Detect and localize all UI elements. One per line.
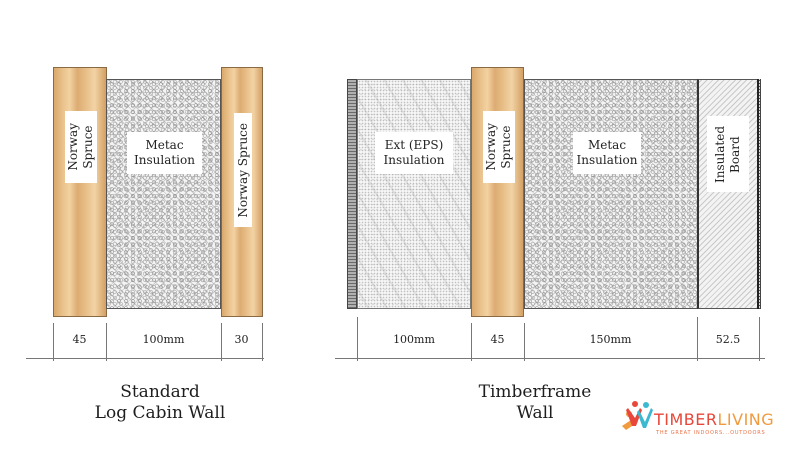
dimension-tick — [524, 323, 525, 361]
insulated-board-layer: Insulated Board — [697, 79, 758, 309]
dimension-tick — [357, 317, 358, 361]
logo-brand-timber: TIMBER — [654, 410, 718, 429]
metac-insulation-150-label-box: Metac Insulation — [573, 132, 641, 174]
metac-insulation-150-label: Metac Insulation — [576, 138, 638, 167]
exterior-render-layer — [347, 79, 357, 309]
interior-lining-layer — [757, 79, 761, 309]
dimension-label-board: 52.5 — [715, 333, 741, 346]
timberliving-logo: TIMBERLIVING THE GREAT INDOORS...OUTDOOR… — [620, 400, 790, 440]
norway-spruce-layer-outer: Norway Spruce — [53, 67, 107, 317]
dimension-tick — [759, 317, 760, 361]
dimension-label-eps: 100mm — [393, 333, 435, 346]
dimension-label-stud: 45 — [490, 333, 505, 346]
logo-brand-name: TIMBERLIVING — [654, 410, 774, 429]
eps-insulation-label: Ext (EPS) Insulation — [383, 138, 445, 167]
metac-insulation-layer: Metac Insulation — [106, 79, 221, 309]
dimension-label-spruce: 45 — [72, 333, 87, 346]
dimension-tick — [53, 323, 54, 361]
dimension-tick — [262, 323, 263, 361]
timberframe-wall-title: Timberframe Wall — [478, 382, 592, 423]
dimension-label-metac: 100mm — [142, 333, 185, 346]
dimension-tick — [221, 323, 222, 361]
logo-tagline: THE GREAT INDOORS...OUTDOORS — [656, 430, 766, 436]
metac-insulation-label-box: Metac Insulation — [127, 132, 202, 174]
dimension-tick — [106, 323, 107, 361]
eps-insulation-label-box: Ext (EPS) Insulation — [375, 132, 453, 174]
norway-spruce-inner-label: Norway Spruce — [235, 122, 250, 218]
dimension-label-spruce-inner: 30 — [234, 333, 249, 346]
norway-spruce-stud-layer: Norway Spruce — [471, 67, 524, 317]
norway-spruce-label: Norway Spruce — [66, 123, 95, 171]
dimension-baseline — [335, 358, 765, 359]
metac-insulation-label: Metac Insulation — [134, 138, 195, 167]
eps-insulation-layer: Ext (EPS) Insulation — [357, 79, 471, 309]
log-cabin-wall-title: Standard Log Cabin Wall — [94, 382, 226, 423]
people-figures-icon — [622, 401, 653, 430]
insulated-board-label-box: Insulated Board — [707, 116, 749, 192]
norway-spruce-label-box: Norway Spruce — [65, 111, 97, 183]
dimension-tick — [471, 323, 472, 361]
logo-brand-living: LIVING — [717, 410, 775, 429]
norway-spruce-layer-inner: Norway Spruce — [221, 67, 263, 317]
metac-insulation-150-layer: Metac Insulation — [524, 79, 698, 309]
dimension-label-metac-150: 150mm — [589, 333, 632, 346]
norway-spruce-stud-label-box: Norway Spruce — [483, 111, 515, 183]
norway-spruce-stud-label: Norway Spruce — [484, 123, 513, 171]
dimension-tick — [697, 317, 698, 361]
dimension-baseline — [26, 358, 264, 359]
insulated-board-label: Insulated Board — [713, 125, 742, 183]
norway-spruce-inner-label-box: Norway Spruce — [234, 113, 252, 227]
